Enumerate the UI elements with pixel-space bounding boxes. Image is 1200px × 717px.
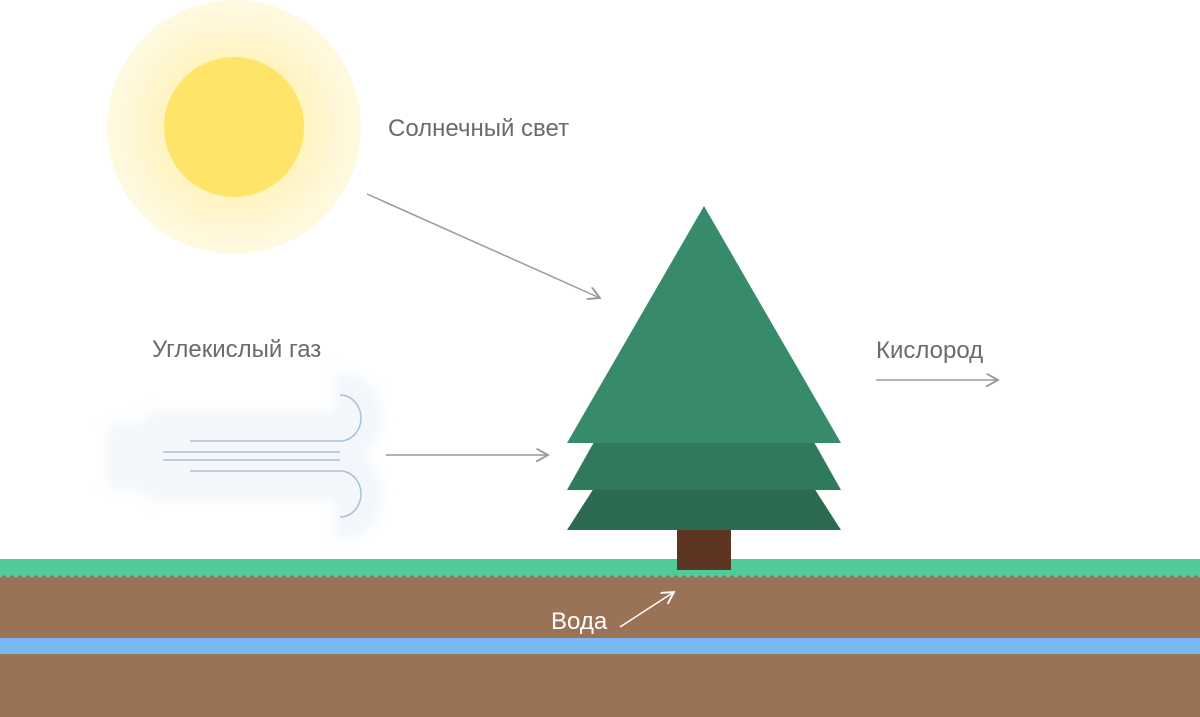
sun-core <box>164 57 304 197</box>
grass-layer <box>0 559 1200 578</box>
tree-tier-bottom <box>567 488 841 530</box>
wind-cloud <box>108 372 383 540</box>
wind-curl-bottom <box>339 470 362 518</box>
sunlight-arrow <box>366 193 600 298</box>
grass-edge <box>0 575 1200 580</box>
tree-tier-top <box>567 206 841 443</box>
water-label: Вода <box>551 608 608 635</box>
sun-icon <box>107 0 361 254</box>
ground <box>0 559 1200 717</box>
oxygen-label: Кислород <box>876 337 984 364</box>
tree-tier-middle <box>567 442 841 490</box>
wind-icon <box>108 372 383 540</box>
water-arrow <box>619 592 674 628</box>
tree-trunk <box>677 528 731 570</box>
carbon-dioxide-label: Углекислый газ <box>152 336 322 363</box>
wind-curl-top <box>339 394 362 442</box>
tree-icon <box>567 206 841 570</box>
water-layer <box>0 638 1200 654</box>
sunlight-label: Солнечный свет <box>388 115 570 142</box>
